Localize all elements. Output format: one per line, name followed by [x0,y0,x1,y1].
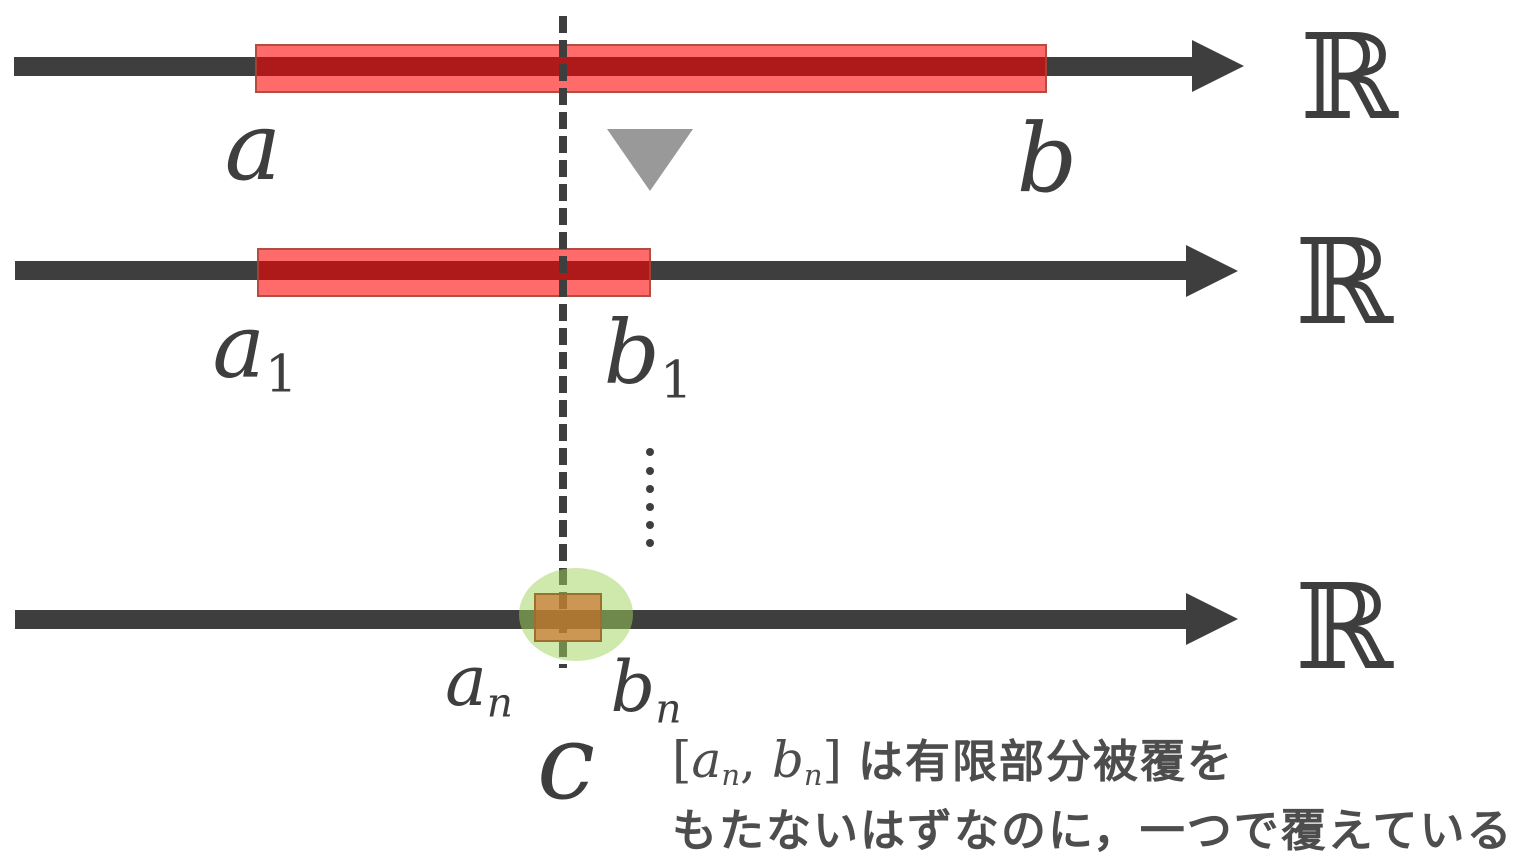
ellipsis-dot [646,539,654,547]
caption-bracket-close: ] [822,731,843,789]
label-b1-sub: 1 [659,351,693,411]
interval-anbn [534,593,602,642]
label-an-sub: n [486,678,513,727]
caption-bn-sub: n [803,758,823,793]
arrow-head-top-icon [1192,40,1244,92]
real-line-symbol-top: ℝ [1300,8,1399,146]
caption-an-sub: n [721,758,741,793]
caption: [an, bn]は有限部分被覆を もたないはずなのに，一つで覆えている [672,732,1514,866]
real-line-symbol-bottom: ℝ [1295,558,1394,696]
label-an: an [445,646,513,723]
ellipsis-dot [646,448,654,456]
arrow-head-bottom-icon [1186,593,1238,645]
caption-separator: , [740,731,756,789]
label-c: c [537,710,595,814]
caption-line-1: [an, bn]は有限部分被覆を [672,732,1514,803]
ellipsis-dot [646,485,654,493]
label-b: b [1017,112,1078,207]
label-bn-sub: n [655,684,682,733]
label-bn: bn [611,652,682,729]
step-down-triangle-icon [607,129,693,191]
label-b-text: b [1016,104,1078,214]
ellipsis-dot [646,521,654,529]
arrow-head-middle-icon [1186,245,1238,297]
ellipsis-dot [646,467,654,475]
label-a1-sub: 1 [265,345,298,405]
caption-line1-text: は有限部分被覆を [858,736,1235,787]
caption-line-2: もたないはずなのに，一つで覆えている [672,803,1514,866]
label-a1: a1 [213,303,298,401]
ellipsis-dot [646,503,654,511]
label-bn-base: b [610,646,656,728]
label-b1: b1 [604,309,693,407]
caption-bracket-open: [ [672,731,692,789]
label-an-base: a [445,640,487,722]
caption-bn-base: b [771,731,804,789]
interval-a1b1 [257,248,651,297]
label-b1-base: b [603,301,660,404]
bisection-dashed-line [559,16,567,668]
caption-line2-text: もたないはずなのに，一つで覆えている [672,805,1514,857]
caption-an-base: a [691,731,722,789]
label-c-text: c [536,701,596,823]
label-a1-base: a [212,295,265,398]
real-line-symbol-middle: ℝ [1295,213,1394,351]
interval-ab [255,44,1047,93]
label-a: a [225,100,282,195]
caption-interval-math: [an, bn] [672,731,843,793]
label-a-text: a [224,92,282,202]
